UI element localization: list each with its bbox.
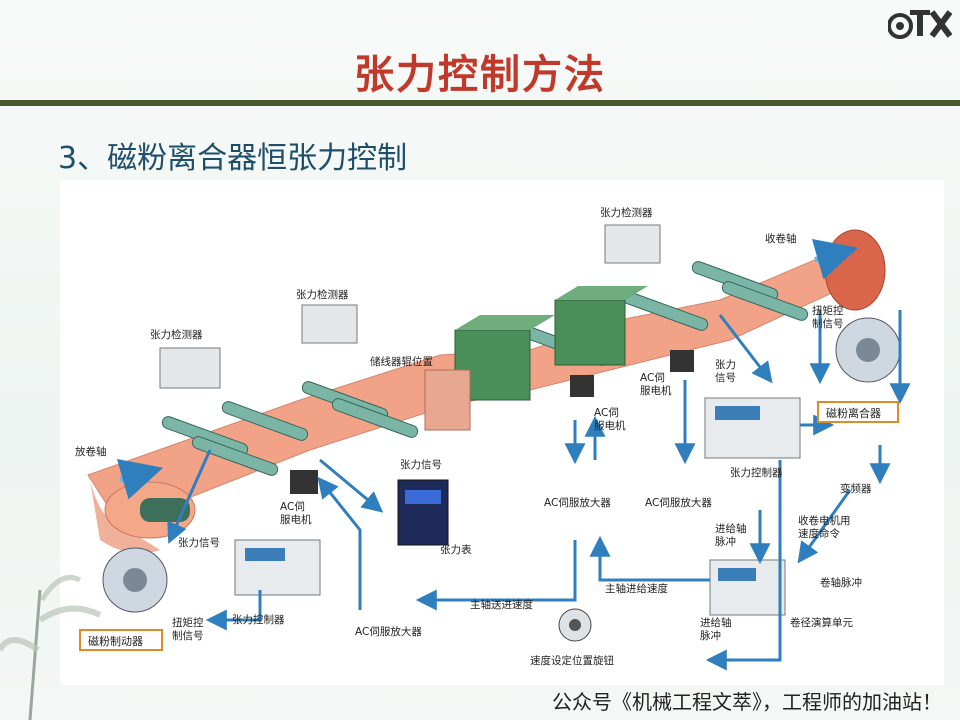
label-unwind-shaft: 放卷轴 <box>75 445 107 458</box>
label-feed-pulse-2: 脉冲 <box>715 535 736 548</box>
label-tension-signal-mid: 张力信号 <box>400 458 442 471</box>
label-tension-meter: 张力表 <box>440 543 472 556</box>
section-subtitle: 3、磁粉离合器恒张力控制 <box>58 141 408 176</box>
label-feed-pulse-lower-2: 脉冲 <box>700 629 721 642</box>
label-tension-controller-left: 张力控制器 <box>232 613 285 626</box>
label-ac-servo-motor-b-2: 服电机 <box>594 419 626 432</box>
label-tension-signal-right-1: 张力 <box>715 358 736 371</box>
label-main-send-speed: 主轴送进速度 <box>470 598 533 611</box>
label-torque-signal-right-2: 制信号 <box>812 317 844 330</box>
label-tension-controller-right: 张力控制器 <box>730 466 783 479</box>
label-torque-signal-right-1: 扭矩控 <box>812 304 844 317</box>
magnetic-clutch-box <box>817 401 899 423</box>
label-ac-servo-motor-a-2: 服电机 <box>280 513 312 526</box>
label-diameter-unit: 卷径演算单元 <box>790 616 853 629</box>
label-magnetic-clutch: 磁粉离合器 <box>826 406 881 420</box>
label-winder-speed-2: 速度命令 <box>798 527 840 540</box>
bamboo-decoration-icon <box>0 575 102 720</box>
label-take-up-shaft: 收卷轴 <box>765 232 797 245</box>
page-title: 张力控制方法 <box>354 52 606 98</box>
label-ac-servo-motor-c-1: AC伺 <box>640 371 665 384</box>
tension-control-diagram: 张力检测器 收卷轴 张力检测器 张力检测器 储线器辊位置 扭矩控 制信号 张力 … <box>75 206 911 671</box>
tension-controller-device <box>234 397 801 616</box>
diagram-panel: 张力检测器 收卷轴 张力检测器 张力检测器 储线器辊位置 扭矩控 制信号 张力 … <box>60 180 944 685</box>
label-ac-servo-motor-b-1: AC伺 <box>594 406 619 419</box>
label-torque-signal-left-1: 扭矩控 <box>172 616 204 629</box>
magnetic-brake-icon <box>102 498 190 613</box>
label-storage-roller: 储线器辊位置 <box>370 355 433 368</box>
label-feed-pulse-lower-1: 进给轴 <box>700 616 732 629</box>
label-torque-signal-left-2: 制信号 <box>172 629 204 642</box>
label-ac-servo-amp-3: AC伺服放大器 <box>355 625 422 638</box>
label-tension-detector-2: 张力检测器 <box>296 288 349 301</box>
storage-blocks <box>424 286 648 431</box>
label-winder-speed-1: 收卷电机用 <box>798 514 851 527</box>
signal-arrows <box>167 310 911 671</box>
magnetic-brake-box <box>79 629 163 651</box>
title-divider <box>0 100 960 106</box>
label-ac-servo-amp-1: AC伺服放大器 <box>544 496 611 509</box>
label-tension-detector-3: 张力检测器 <box>600 206 653 219</box>
footer-text: 公众号《机械工程文萃》，工程师的加油站！ <box>552 690 942 714</box>
speed-knob-icon[interactable] <box>558 608 592 642</box>
servo-motor-icon <box>290 350 694 494</box>
label-speed-knob: 速度设定位置旋钮 <box>530 654 614 667</box>
label-inverter: 变频器 <box>840 482 872 495</box>
label-ac-servo-amp-2: AC伺服放大器 <box>645 496 712 509</box>
label-tension-signal-right-2: 信号 <box>715 372 736 384</box>
label-magnetic-brake: 磁粉制动器 <box>88 635 143 648</box>
tension-detector-icon <box>159 224 661 389</box>
magnetic-clutch-icon <box>835 317 901 383</box>
company-logo-icon <box>888 10 952 39</box>
label-ac-servo-motor-c-2: 服电机 <box>640 384 672 397</box>
label-feed-pulse-1: 进给轴 <box>715 522 747 535</box>
label-ac-servo-motor-a-1: AC伺 <box>280 500 305 513</box>
label-tension-signal-left: 张力信号 <box>178 536 220 549</box>
label-main-feed-speed: 主轴进给速度 <box>605 582 668 595</box>
label-tension-detector-1: 张力检测器 <box>150 328 203 341</box>
label-winding-pulse: 卷轴脉冲 <box>820 576 862 589</box>
